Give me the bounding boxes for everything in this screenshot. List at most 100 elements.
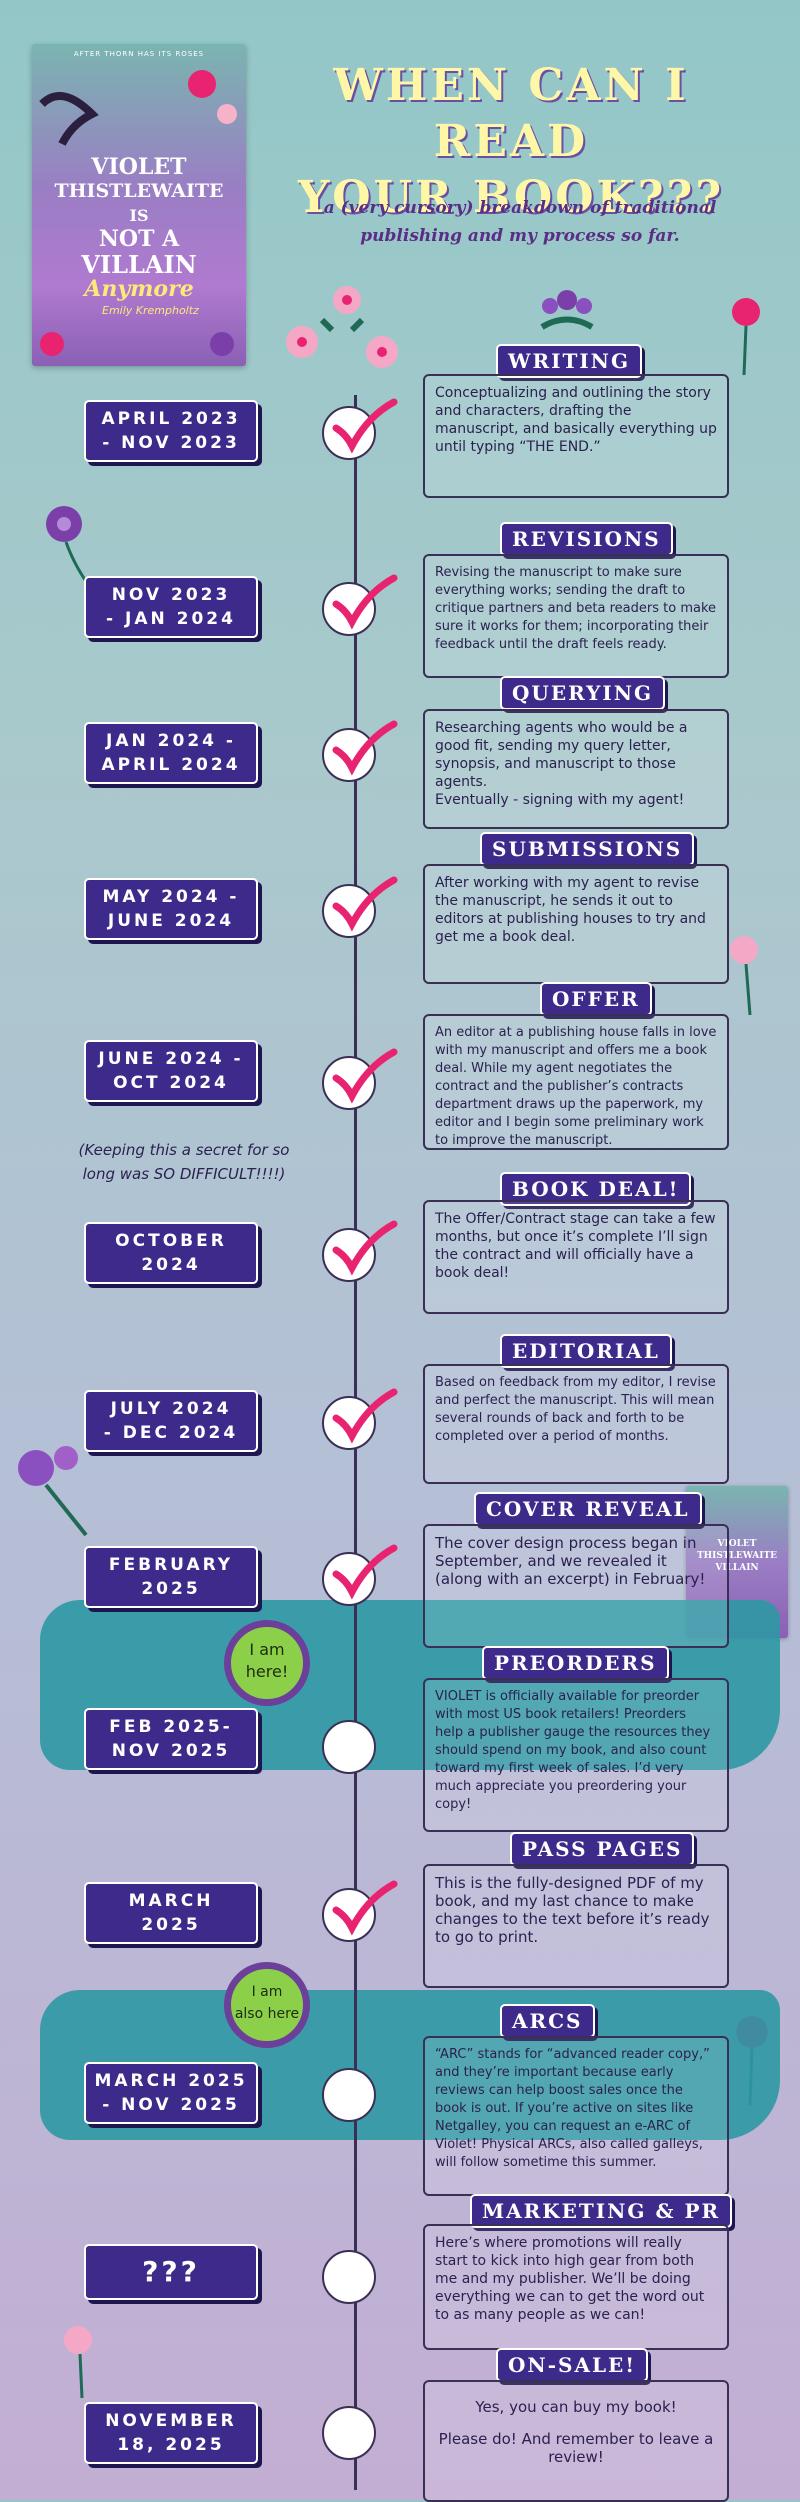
subtitle-line-2: publishing and my process so far. [360, 226, 680, 246]
stage-description: VIOLET is officially available for preor… [423, 1678, 729, 1832]
date-badge: ??? [84, 2244, 258, 2300]
bubble2-line-1: I am [251, 1984, 283, 2000]
cover-title-line4: NOT A [98, 226, 180, 252]
timeline-node [322, 720, 398, 782]
thumb-line2: THISTLEWAITE [696, 1551, 778, 1561]
flower-decoration-icon [286, 286, 398, 368]
checkmark-icon [332, 1220, 398, 1276]
page-title: WHEN CAN I READ YOUR BOOK??? [256, 58, 766, 226]
description-paragraph: Yes, you can buy my book! [475, 2398, 677, 2416]
timeline-node [322, 2406, 376, 2460]
subtitle-line-1: a (very cursory) breakdown of traditiona… [323, 198, 717, 218]
stage-heading: SUBMISSIONS [480, 832, 695, 866]
cover-author: Emily Krempholtz [102, 304, 199, 317]
date-badge: MAY 2024 - JUNE 2024 [84, 878, 258, 940]
timeline-node [322, 1220, 398, 1282]
timeline-node [322, 1880, 398, 1942]
stage-heading: COVER REVEAL [474, 1492, 702, 1526]
stage-heading: PREORDERS [482, 1646, 669, 1680]
date-line-2: - NOV 2023 [102, 433, 240, 453]
date-line-1: MAY 2024 - [102, 887, 240, 907]
date-line-1: JUNE 2024 - [98, 1049, 244, 1069]
date-line-2: 2025 [141, 1579, 201, 1599]
date-line-1: APRIL 2023 [101, 409, 241, 429]
timeline-node [322, 574, 398, 636]
stage-description: “ARC” stands for “advanced reader copy,”… [423, 2036, 729, 2196]
checkmark-icon [332, 1048, 398, 1104]
timeline-node [322, 1048, 398, 1110]
side-note: (Keeping this a secret for so long was S… [14, 1138, 354, 1186]
checkmark-icon [332, 720, 398, 776]
date-line-2: JUNE 2024 [107, 911, 235, 931]
date-line-1: FEB 2025- [109, 1717, 233, 1737]
title-line-1: WHEN CAN I READ [333, 60, 689, 167]
timeline-node [322, 876, 398, 938]
date-line-2: 2025 [141, 1915, 201, 1935]
description-paragraph: VIOLET is officially available for preor… [435, 1689, 711, 1812]
checkmark-icon [332, 574, 398, 630]
description-paragraph: Conceptualizing and outlining the story … [435, 385, 717, 455]
date-badge: OCTOBER 2024 [84, 1222, 258, 1284]
stage-heading: OFFER [540, 982, 652, 1016]
date-line-1: MARCH 2025 [94, 2071, 248, 2091]
timeline-node [322, 1388, 398, 1450]
also-here-bubble: I am also here [224, 1962, 310, 2048]
thumb-line1: VIOLET [717, 1539, 757, 1549]
title-line-2: YOUR BOOK??? [297, 172, 725, 223]
stage-description: The Offer/Contract stage can take a few … [423, 1200, 729, 1314]
cover-preheader: AFTER THORN HAS ITS ROSES [73, 50, 205, 58]
description-paragraph: After working with my agent to revise th… [435, 875, 706, 945]
stage-heading: REVISIONS [500, 522, 673, 556]
date-line-2: OCT 2024 [113, 1073, 229, 1093]
flower-decoration-icon [540, 290, 594, 330]
description-paragraph: An editor at a publishing house falls in… [435, 1025, 717, 1148]
stage-description: Here’s where promotions will really star… [423, 2224, 729, 2350]
checkmark-icon [332, 1880, 398, 1936]
stage-description: This is the fully-designed PDF of my boo… [423, 1864, 729, 1988]
timeline-node [322, 2250, 376, 2304]
date-badge: NOV 2023- JAN 2024 [84, 576, 258, 638]
checkmark-icon [332, 876, 398, 932]
side-note-line-1: (Keeping this a secret for so [78, 1141, 290, 1159]
date-line-2: 2024 [141, 1255, 201, 1275]
date-badge: JUNE 2024 - OCT 2024 [84, 1040, 258, 1102]
date-badge: APRIL 2023 - NOV 2023 [84, 400, 258, 462]
stage-description: Conceptualizing and outlining the story … [423, 374, 729, 498]
cover-title-line2: THISTLEWAITE [54, 180, 224, 202]
stage-description: Based on feedback from my editor, I revi… [423, 1364, 729, 1484]
date-line-2: - NOV 2025 [102, 2095, 240, 2115]
date-line-2: 18, 2025 [117, 2435, 225, 2455]
description-paragraph: The cover design process began in Septem… [435, 1534, 706, 1588]
cover-title-line1: VIOLET [91, 154, 187, 180]
checkmark-icon [332, 1544, 398, 1600]
date-line-1: NOVEMBER [105, 2411, 237, 2431]
description-paragraph: The Offer/Contract stage can take a few … [435, 1211, 716, 1281]
description-paragraph: Revising the manuscript to make sure eve… [435, 565, 717, 652]
timeline-node [322, 2068, 376, 2122]
date-line-1: JULY 2024 [110, 1399, 232, 1419]
flower-decoration-icon [730, 936, 758, 1016]
thumb-line5: VILLAIN [715, 1563, 759, 1573]
stage-heading: WRITING [496, 344, 643, 378]
date-line-2: NOV 2025 [111, 1741, 231, 1761]
description-paragraph: “ARC” stands for “advanced reader copy,”… [435, 2047, 710, 2170]
side-note-line-2: long was SO DIFFICULT!!!!) [82, 1165, 286, 1183]
date-badge: FEB 2025- NOV 2025 [84, 1708, 258, 1770]
you-are-here-bubble: I am here! [224, 1620, 310, 1706]
date-line-2: - JAN 2024 [106, 609, 236, 629]
date-badge: MARCH 2025 - NOV 2025 [84, 2062, 258, 2124]
stage-description: Researching agents who would be a good f… [423, 709, 729, 829]
stage-description: Revising the manuscript to make sure eve… [423, 554, 729, 678]
date-badge: NOVEMBER 18, 2025 [84, 2402, 258, 2464]
date-line-1: JAN 2024 - [106, 731, 236, 751]
stage-heading: PASS PAGES [510, 1832, 695, 1866]
date-line-1: ??? [142, 2255, 200, 2288]
stage-heading: ARCS [500, 2004, 595, 2038]
date-line-2: APRIL 2024 [101, 755, 241, 775]
cover-title-line3: IS [129, 206, 149, 225]
date-line-1: FEBRUARY [108, 1555, 234, 1575]
date-line-1: OCTOBER [115, 1231, 227, 1251]
timeline-node [322, 1544, 398, 1606]
date-badge: JULY 2024- DEC 2024 [84, 1390, 258, 1452]
